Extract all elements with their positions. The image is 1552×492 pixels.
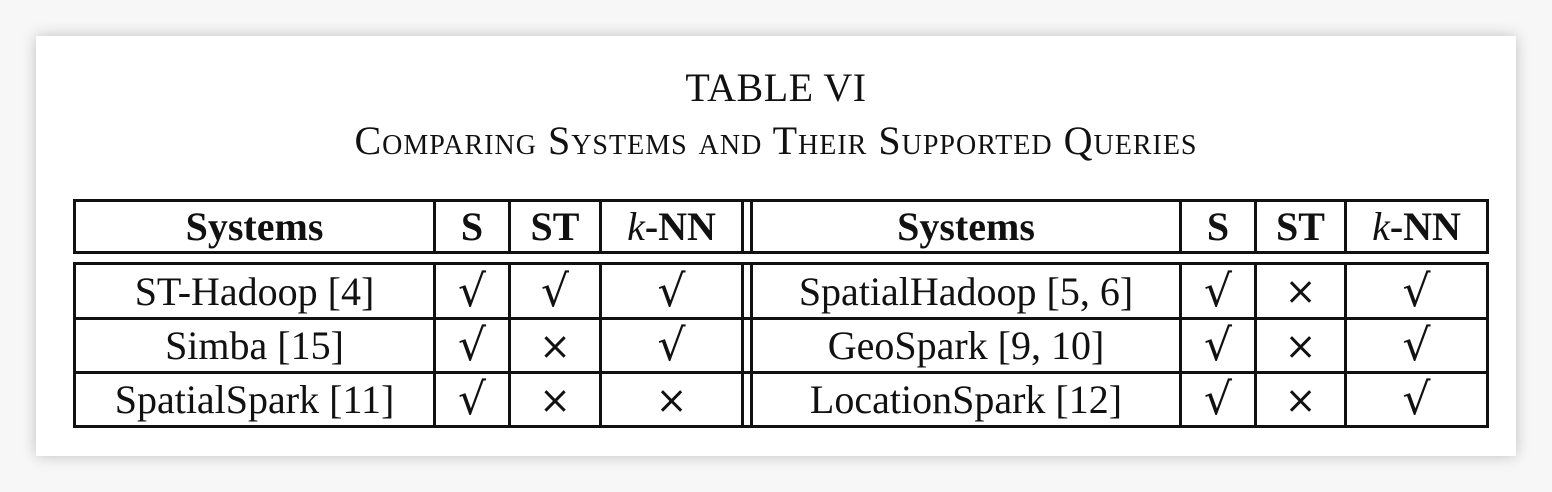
table-cell-system: SpatialHadoop [5, 6]	[798, 268, 1134, 314]
table-col-rule	[508, 199, 511, 254]
header-knn-right: k-NN	[1347, 202, 1486, 251]
table-caption-title: TABLE VI	[685, 65, 867, 110]
table-cell-system: SpatialSpark [11]	[114, 377, 395, 422]
table-col-rule	[1486, 262, 1489, 428]
table-col-rule	[741, 262, 744, 428]
table-col-rule	[750, 199, 753, 254]
table-rule-bottom	[73, 425, 1489, 428]
document-page: TABLE VI Comparing Systems and Their Sup…	[36, 36, 1516, 456]
table-cell-s: √	[457, 374, 487, 425]
table-cell-st: √	[540, 265, 570, 317]
table-rule-header-bottom	[73, 251, 1489, 254]
table-col-rule	[73, 199, 76, 254]
table-cell-knn: √	[1402, 265, 1431, 317]
header-knn-k: k	[1372, 204, 1390, 249]
table-cell-system: Simba [15]	[165, 323, 344, 368]
header-s-right: S	[1206, 204, 1230, 249]
table-caption-subtitle: Comparing Systems and Their Supported Qu…	[354, 118, 1198, 163]
header-knn-rest: -NN	[644, 204, 716, 249]
header-st-left: ST	[530, 204, 580, 249]
header-knn-k: k	[627, 204, 645, 249]
table-rule-row1	[73, 317, 1489, 320]
table-cell-st: ×	[1284, 377, 1317, 422]
table-cell-st: ×	[1284, 269, 1317, 313]
table-cell-system: ST-Hadoop [4]	[134, 268, 375, 314]
table-cell-knn: √	[657, 320, 686, 371]
table-cell-knn: √	[1402, 320, 1431, 371]
table-col-rule	[750, 262, 753, 428]
table-cell-knn: ×	[655, 377, 688, 422]
table-cell-st: ×	[539, 323, 571, 368]
table-col-rule	[741, 199, 744, 254]
table-cell-s: √	[1203, 374, 1233, 425]
table-col-rule	[1486, 199, 1489, 254]
header-systems-left: Systems	[185, 204, 324, 249]
header-knn-rest: -NN	[1389, 204, 1461, 249]
table-col-rule	[599, 199, 602, 254]
table-col-rule	[599, 262, 602, 428]
table-col-rule	[433, 262, 436, 428]
table-cell-knn: √	[657, 265, 686, 317]
table-cell-st: ×	[1284, 323, 1317, 368]
table-cell-s: √	[1203, 265, 1233, 317]
table-col-rule	[1179, 199, 1182, 254]
table-col-rule	[508, 262, 511, 428]
table-cell-system: GeoSpark [9, 10]	[827, 323, 1105, 368]
table-cell-knn: √	[1402, 374, 1431, 425]
header-st-right: ST	[1276, 204, 1325, 249]
table-col-rule	[1344, 262, 1347, 428]
table-col-rule	[73, 262, 76, 428]
table-cell-s: √	[1203, 320, 1233, 371]
table-rule-body-top	[73, 262, 1489, 265]
table-col-rule	[1254, 262, 1257, 428]
table-rule-top	[73, 199, 1489, 202]
table-col-rule	[1344, 199, 1347, 254]
table-cell-st: ×	[539, 377, 571, 422]
table-col-rule	[1179, 262, 1182, 428]
table-col-rule	[433, 199, 436, 254]
header-s-left: S	[460, 204, 484, 249]
table-col-rule	[1254, 199, 1257, 254]
table-rule-row2	[73, 371, 1489, 374]
table-cell-system: LocationSpark [12]	[809, 377, 1123, 422]
header-systems-right: Systems	[897, 204, 1035, 249]
table-cell-s: √	[457, 265, 487, 317]
table-cell-s: √	[457, 320, 487, 371]
header-knn-left: k-NN	[602, 202, 741, 251]
